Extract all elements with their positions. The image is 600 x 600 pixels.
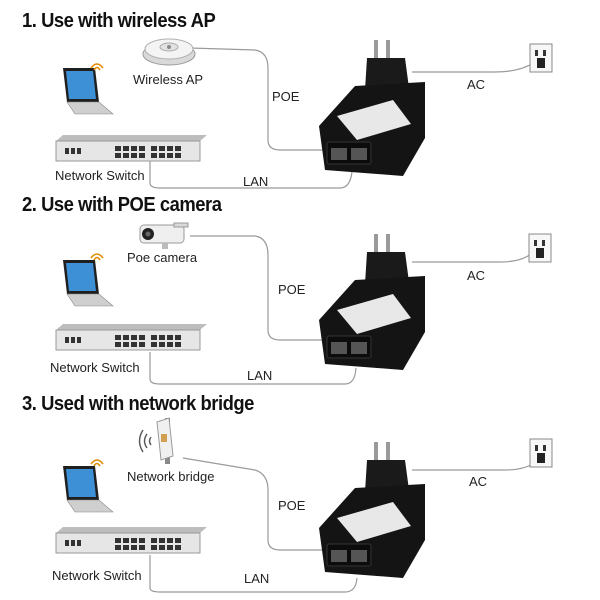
laptop-icon: [63, 260, 114, 307]
poe-label: POE: [278, 282, 306, 297]
wall-outlet-icon: [529, 438, 553, 468]
ac-label: AC: [467, 77, 486, 92]
lan-cable-2: [149, 352, 357, 385]
poe-cable-3: [182, 457, 325, 551]
network-switch-label: Network Switch: [52, 568, 142, 583]
wifi-icon: [90, 253, 104, 261]
lan-cable-1: [149, 160, 353, 189]
wifi-icon: [90, 459, 104, 467]
network-bridge-icon: [138, 417, 174, 464]
lan-cable-3: [149, 555, 358, 593]
poe-camera-label: Poe camera: [127, 250, 198, 265]
lan-label: LAN: [244, 571, 270, 586]
network-switch-label: Network Switch: [55, 168, 145, 183]
wall-outlet-icon: [529, 43, 553, 73]
poe-camera-icon: [139, 222, 189, 249]
poe-label: POE: [272, 89, 300, 104]
wireless-ap-icon: [142, 38, 196, 66]
wireless-ap-label: Wireless AP: [133, 72, 204, 87]
ac-label: AC: [469, 474, 488, 489]
poe-adapter-icon: [319, 234, 425, 370]
ac-label: AC: [467, 268, 486, 283]
wall-outlet-icon: [528, 233, 552, 263]
laptop-icon: [63, 466, 114, 513]
network-bridge-label: Network bridge: [127, 469, 215, 484]
poe-cable-1: [189, 47, 325, 151]
network-switch-icon: [55, 324, 207, 351]
lan-label: LAN: [247, 368, 273, 383]
poe-label: POE: [278, 498, 306, 513]
lan-label: LAN: [243, 174, 269, 189]
network-switch-label: Network Switch: [50, 360, 140, 375]
wifi-icon: [90, 63, 104, 71]
section-2-title: 2. Use with POE camera: [22, 194, 222, 216]
section-3-title: 3. Used with network bridge: [22, 393, 254, 415]
poe-adapter-icon: [319, 442, 425, 578]
laptop-icon: [63, 68, 114, 115]
poe-cable-2: [190, 235, 325, 341]
network-switch-icon: [55, 135, 207, 162]
poe-adapter-icon: [319, 40, 425, 176]
section-1-title: 1. Use with wireless AP: [22, 10, 216, 32]
network-switch-icon: [55, 527, 207, 554]
